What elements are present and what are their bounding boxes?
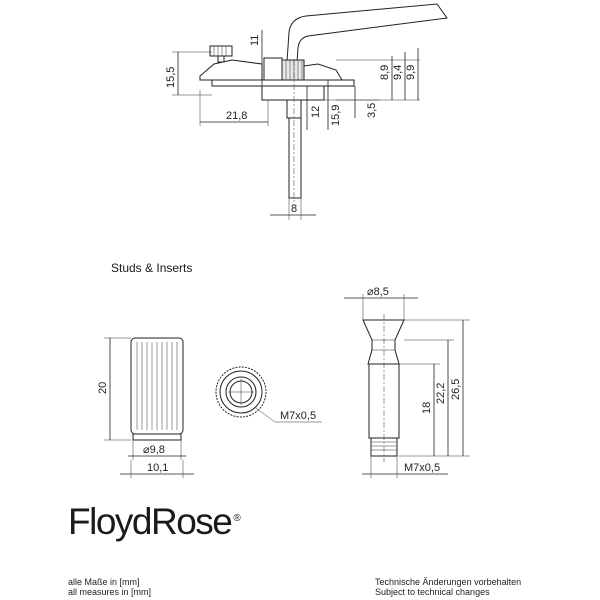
insert-side-view: 20 ⌀9,8 10,1 [97, 337, 194, 478]
dim-15-5: 15,5 [165, 67, 177, 88]
base-plate-lower [261, 85, 325, 101]
dim-12: 12 [310, 106, 322, 118]
section-title: Studs & Inserts [111, 261, 193, 275]
dim-9-4: 9,4 [392, 65, 404, 80]
dim-3-5: 3,5 [366, 103, 378, 118]
dim-8: 8 [291, 203, 297, 215]
dim-21-8: 21,8 [226, 110, 247, 122]
dim-insert-outer-dia: 10,1 [147, 462, 168, 474]
rear-housing [303, 63, 343, 81]
footer-right: Technische Änderungen vorbehalten Subjec… [375, 577, 521, 597]
knurled-nut [281, 59, 305, 81]
tremolo-arm [286, 3, 448, 63]
dim-stud-thread: M7x0,5 [404, 462, 440, 474]
stud-head [362, 319, 405, 365]
fine-tuner-knob [209, 45, 233, 57]
dim-stud-22-2: 22,2 [435, 383, 447, 404]
footer-left-line2: all measures in [mm] [68, 587, 152, 597]
insert-top-view: M7x0,5 [215, 366, 322, 423]
footer-right-line1: Technische Änderungen vorbehalten [375, 577, 522, 587]
base-plate [211, 79, 355, 87]
dim-insert-thread: M7x0,5 [280, 410, 316, 422]
bridge-side-view: 15,5 11 21,8 12 15,9 3,5 8,9 9,4 9,9 8 [165, 3, 448, 220]
dim-insert-height: 20 [97, 382, 109, 394]
stud-post [288, 117, 302, 199]
floyd-rose-logo: FloydRose® [68, 501, 241, 543]
dim-9-9: 9,9 [405, 65, 417, 80]
dim-stud-26-5: 26,5 [450, 379, 462, 400]
dim-11: 11 [249, 35, 261, 46]
dim-stud-head-dia: ⌀8,5 [367, 286, 389, 298]
registered-mark: ® [233, 512, 241, 524]
footer-left: alle Maße in [mm] all measures in [mm] [68, 577, 151, 597]
logo-text: FloydRose [68, 501, 233, 542]
footer-left-line1: alle Maße in [mm] [68, 577, 140, 587]
insert-base [132, 433, 182, 441]
dim-8-9: 8,9 [379, 65, 391, 80]
string-lock [263, 57, 283, 81]
dim-stud-18: 18 [421, 402, 433, 414]
dim-insert-inner-dia: ⌀9,8 [143, 444, 165, 456]
footer-right-line2: Subject to technical changes [375, 587, 490, 597]
dim-15-9: 15,9 [330, 105, 342, 126]
stud-side-view: ⌀8,5 18 22,2 26,5 M7x0,5 [344, 286, 470, 478]
saddle-block [199, 59, 263, 81]
